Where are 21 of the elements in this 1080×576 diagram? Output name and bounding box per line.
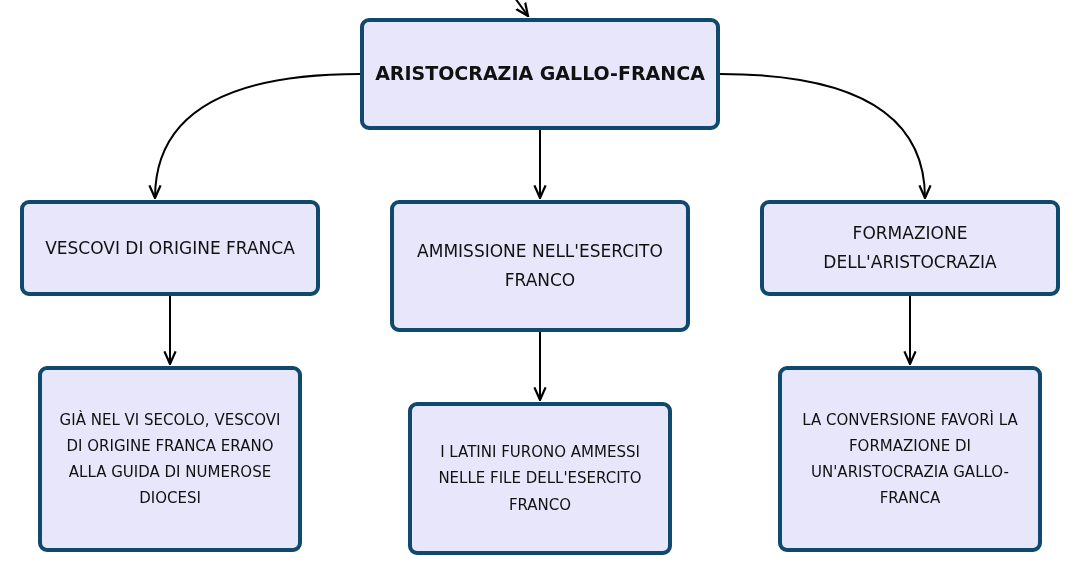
arrow xyxy=(719,73,931,200)
concept-box xyxy=(20,200,320,296)
concept-box xyxy=(760,200,1060,296)
node-text: VESCOVI DI ORIGINE FRANCA xyxy=(45,236,295,260)
arrow xyxy=(533,129,547,200)
node-text: LA CONVERSIONE FAVORÌ LA FORMAZIONE DI UN'ARISTOCRAZIA GALLO-FRANCA xyxy=(801,409,1019,510)
node-text: ARISTOCRAZIA GALLO-FRANCA xyxy=(375,61,705,87)
node-text: FORMAZIONE DELL'ARISTOCRAZIA xyxy=(822,222,998,274)
node-text: I LATINI FURONO AMMESSI NELLE FILE DELL'ESERCITO FRANCO xyxy=(437,442,643,516)
node-text: AMMISSIONE NELL'ESERCITO FRANCO xyxy=(416,240,664,292)
arrow xyxy=(149,73,361,200)
arrow xyxy=(903,295,917,366)
node-text: GIÀ NEL VI SECOLO, VESCOVI DI ORIGINE FRANCA ERANO ALLA GUIDA DI NUMEROSE DIOCESI xyxy=(58,409,282,510)
concept-box xyxy=(38,366,302,552)
concept-box xyxy=(778,366,1042,552)
concept-box xyxy=(390,200,690,332)
concept-box xyxy=(408,402,672,555)
arrow xyxy=(163,295,177,366)
arrow xyxy=(514,0,530,18)
concept-box xyxy=(360,18,720,130)
arrow xyxy=(533,331,547,402)
